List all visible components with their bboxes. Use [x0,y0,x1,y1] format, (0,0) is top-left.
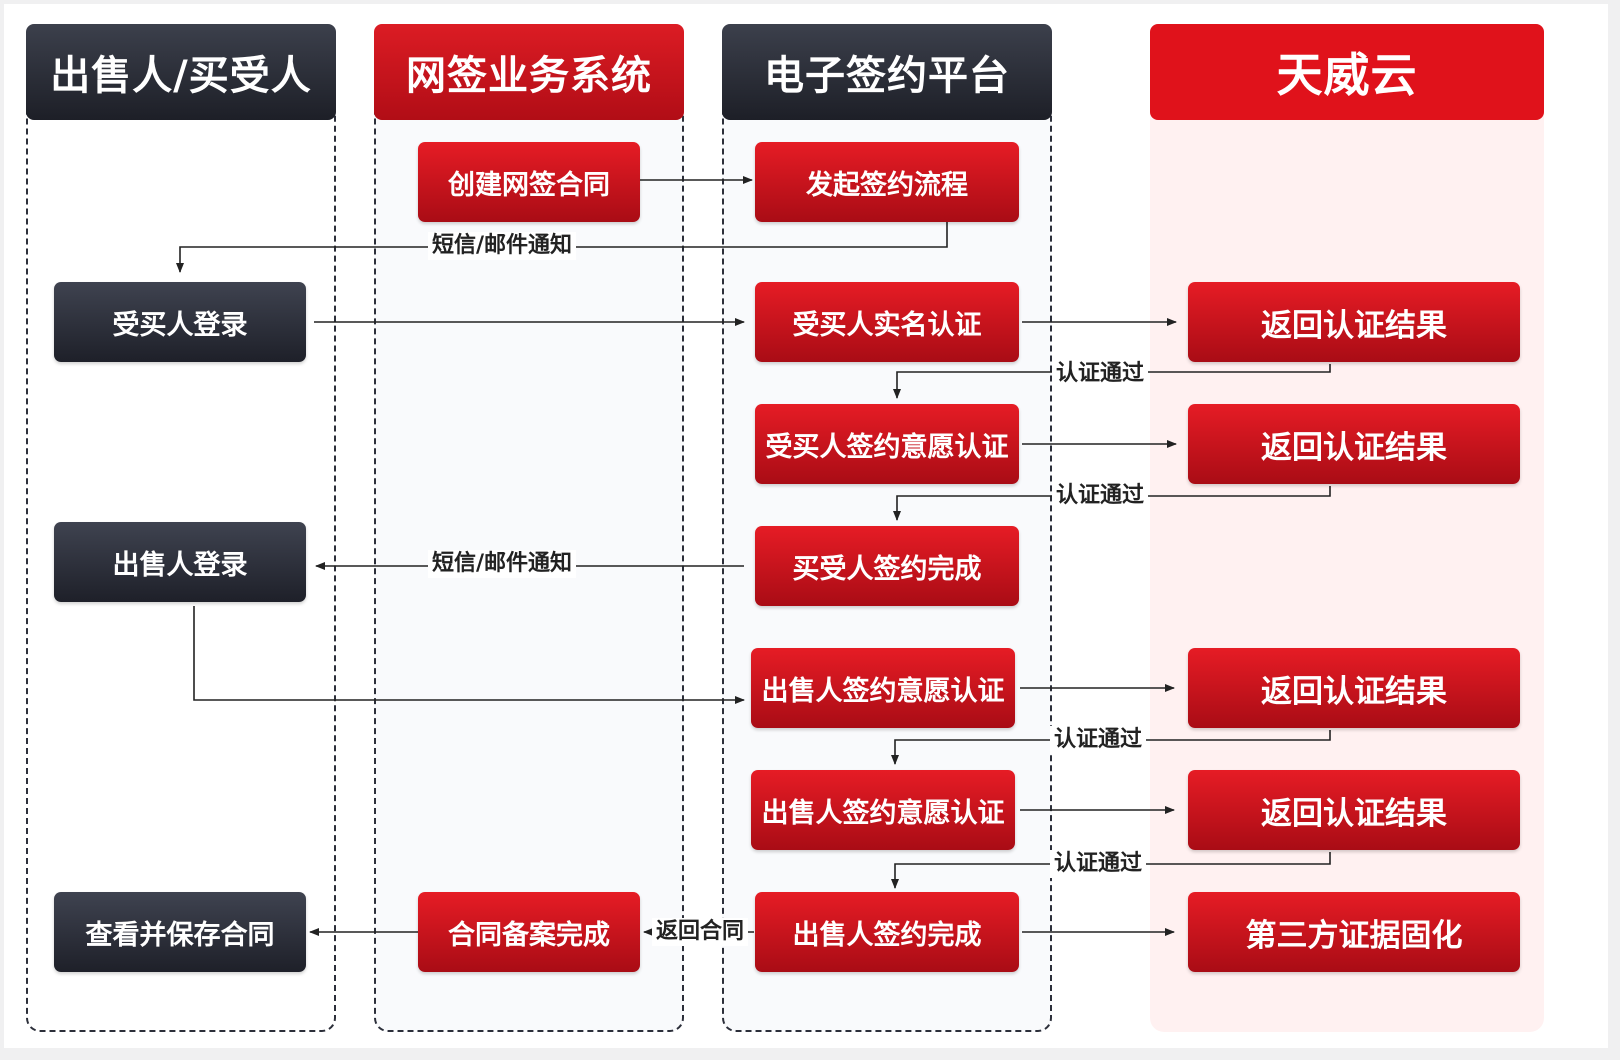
lane-header-esign-platform: 电子签约平台 [722,24,1052,120]
edge-seller-login-to-intent [193,606,745,704]
node-seller-intent-auth-1: 出售人签约意愿认证 [751,648,1015,728]
node-return-result-1: 返回认证结果 [1188,282,1520,362]
node-return-result-4: 返回认证结果 [1188,770,1520,850]
lane-header-seller-buyer: 出售人/买受人 [26,24,336,120]
node-buyer-intent-auth: 受买人签约意愿认证 [755,404,1019,484]
node-buyer-login: 受买人登录 [54,282,306,362]
node-seller-login: 出售人登录 [54,522,306,602]
node-evidence-fix: 第三方证据固化 [1188,892,1520,972]
node-start-signing: 发起签约流程 [755,142,1019,222]
edge-label-auth-pass-3: 认证通过 [1050,726,1147,754]
lane-seller-buyer-area [26,104,336,1032]
node-seller-signed: 出售人签约完成 [755,892,1019,972]
edge-label-sms-email-1: 短信/邮件通知 [428,232,577,260]
lane-header-tianwei-cloud: 天威云 [1150,24,1544,120]
edge-label-sms-email-2: 短信/邮件通知 [428,550,577,578]
node-seller-intent-auth-2: 出售人签约意愿认证 [751,770,1015,850]
node-return-result-3: 返回认证结果 [1188,648,1520,728]
node-buyer-signed: 买受人签约完成 [755,526,1019,606]
node-buyer-realname-auth: 受买人实名认证 [755,282,1019,362]
edge-label-auth-pass-2: 认证通过 [1052,482,1149,510]
edge-label-auth-pass-4: 认证通过 [1050,850,1147,878]
flow-diagram: 出售人/买受人 网签业务系统 电子签约平台 天威云 [4,4,1608,1048]
lane-header-online-sign-system: 网签业务系统 [374,24,684,120]
edge-label-return-contract: 返回合同 [652,918,749,946]
node-view-save-contract: 查看并保存合同 [54,892,306,972]
lane-tianwei-cloud-area [1150,104,1544,1032]
edge-label-auth-pass-1: 认证通过 [1052,360,1149,388]
node-return-result-2: 返回认证结果 [1188,404,1520,484]
node-contract-filed: 合同备案完成 [418,892,640,972]
node-create-contract: 创建网签合同 [418,142,640,222]
